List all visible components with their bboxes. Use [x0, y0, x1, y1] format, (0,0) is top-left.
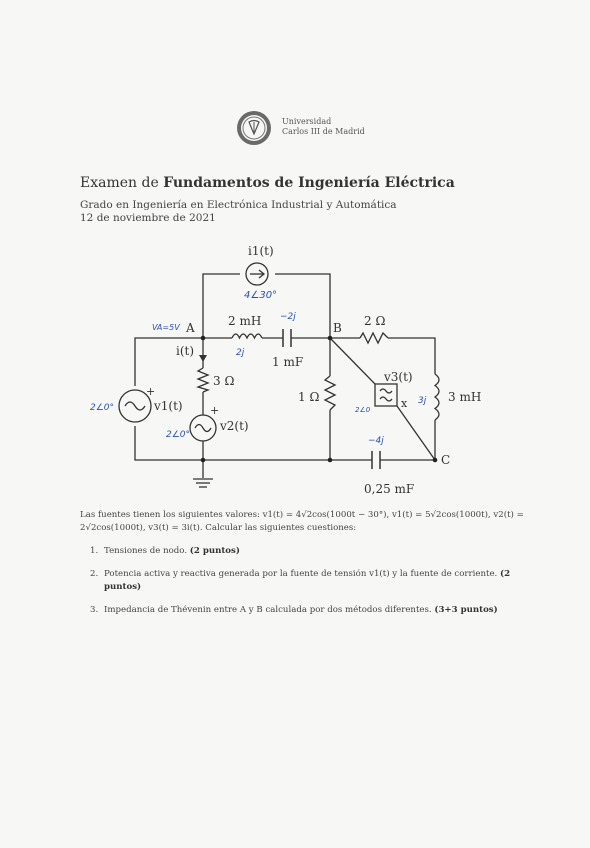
questions-list: 1. Tensiones de nodo. (2 puntos) 2. Pote…: [90, 545, 530, 627]
hw-v3-note: 2∠0: [355, 406, 371, 414]
label-i1: i1(t): [248, 244, 274, 258]
label-3mh: 3 mH: [448, 390, 481, 404]
current-source-i1-icon: [245, 262, 269, 286]
plus-v1: +: [146, 385, 155, 398]
question-2-number: 2.: [90, 569, 99, 579]
question-3-text: Impedancia de Thévenin entre A y B calcu…: [104, 605, 435, 615]
question-2: 2. Potencia activa y reactiva generada p…: [90, 568, 530, 594]
question-1-text: Tensiones de nodo.: [104, 546, 190, 556]
question-3-points: (3+3 puntos): [434, 605, 498, 615]
title-prefix: Examen de: [80, 175, 164, 191]
question-3-number: 3.: [90, 605, 99, 615]
problem-statement: Las fuentes tienen los siguientes valore…: [80, 510, 524, 533]
question-1-number: 1.: [90, 546, 99, 556]
resistor-1ohm-icon: [323, 375, 337, 411]
title-bold: Fundamentos de Ingeniería Eléctrica: [163, 175, 455, 191]
ground-icon: [193, 478, 213, 488]
hw-cap-imp: −2j: [280, 312, 296, 322]
inductor-3mh-icon: [433, 373, 440, 421]
node-a-label: A: [185, 321, 195, 335]
label-2mh: 2 mH: [228, 314, 261, 328]
label-1ohm: 1 Ω: [298, 390, 319, 404]
exam-subtitle: Grado en Ingeniería en Electrónica Indus…: [80, 199, 397, 225]
hw-ind-imp: 2j: [236, 348, 245, 358]
hw-v2-phasor: 2∠0°: [166, 430, 190, 440]
hw-node-a-v: VA=5V: [152, 323, 180, 332]
hw-v1-phasor: 2∠0°: [90, 403, 114, 413]
university-line1: Universidad: [282, 117, 332, 126]
resistor-3ohm-icon: [196, 367, 210, 393]
date-line: 12 de noviembre de 2021: [80, 212, 216, 224]
label-3ohm: 3 Ω: [213, 374, 234, 388]
plus-v2: +: [210, 404, 219, 417]
circuit-nodes: [200, 335, 438, 463]
resistor-2ohm-icon: [359, 331, 389, 345]
current-arrow-icon: [199, 355, 207, 362]
label-v1: v1(t): [153, 399, 183, 413]
capacitor-1mf-icon: [282, 329, 292, 347]
voltage-source-v2-icon: [189, 414, 217, 442]
university-name: Universidad Carlos III de Madrid: [282, 117, 365, 137]
university-logo-icon: [237, 111, 271, 145]
voltage-source-v1-icon: [118, 389, 152, 423]
hw-l3-imp: 3j: [418, 396, 427, 406]
dependent-source-v3-icon: [374, 383, 398, 407]
circuit-wires: [134, 273, 436, 478]
capacitor-025mf-icon: [371, 451, 381, 469]
label-i: i(t): [176, 344, 194, 358]
question-2-points: (2 puntos): [104, 569, 511, 592]
label-x: x: [401, 397, 408, 410]
circuit-diagram: i1(t) 2 mH 1 mF 2 Ω 3 Ω i(t) 1 Ω 3 mH 0,…: [90, 244, 481, 496]
university-line2: Carlos III de Madrid: [282, 127, 365, 136]
hw-i1-phasor: 4∠30°: [244, 290, 277, 301]
label-2ohm: 2 Ω: [364, 314, 385, 328]
degree-line: Grado en Ingeniería en Electrónica Indus…: [80, 199, 397, 211]
inductor-2mh-icon: [231, 333, 263, 340]
label-025mf: 0,25 mF: [364, 482, 414, 496]
question-3: 3. Impedancia de Thévenin entre A y B ca…: [90, 604, 530, 617]
exam-title: Examen de Fundamentos de Ingeniería Eléc…: [80, 175, 455, 191]
node-c-label: C: [441, 453, 450, 467]
hw-c025-imp: −4j: [368, 436, 384, 446]
question-1: 1. Tensiones de nodo. (2 puntos): [90, 545, 530, 558]
question-1-points: (2 puntos): [189, 546, 240, 556]
label-v3: v3(t): [383, 370, 413, 384]
label-v2: v2(t): [219, 419, 249, 433]
label-1mf: 1 mF: [272, 355, 303, 369]
question-2-text: Potencia activa y reactiva generada por …: [104, 569, 500, 579]
node-b-label: B: [333, 321, 342, 335]
